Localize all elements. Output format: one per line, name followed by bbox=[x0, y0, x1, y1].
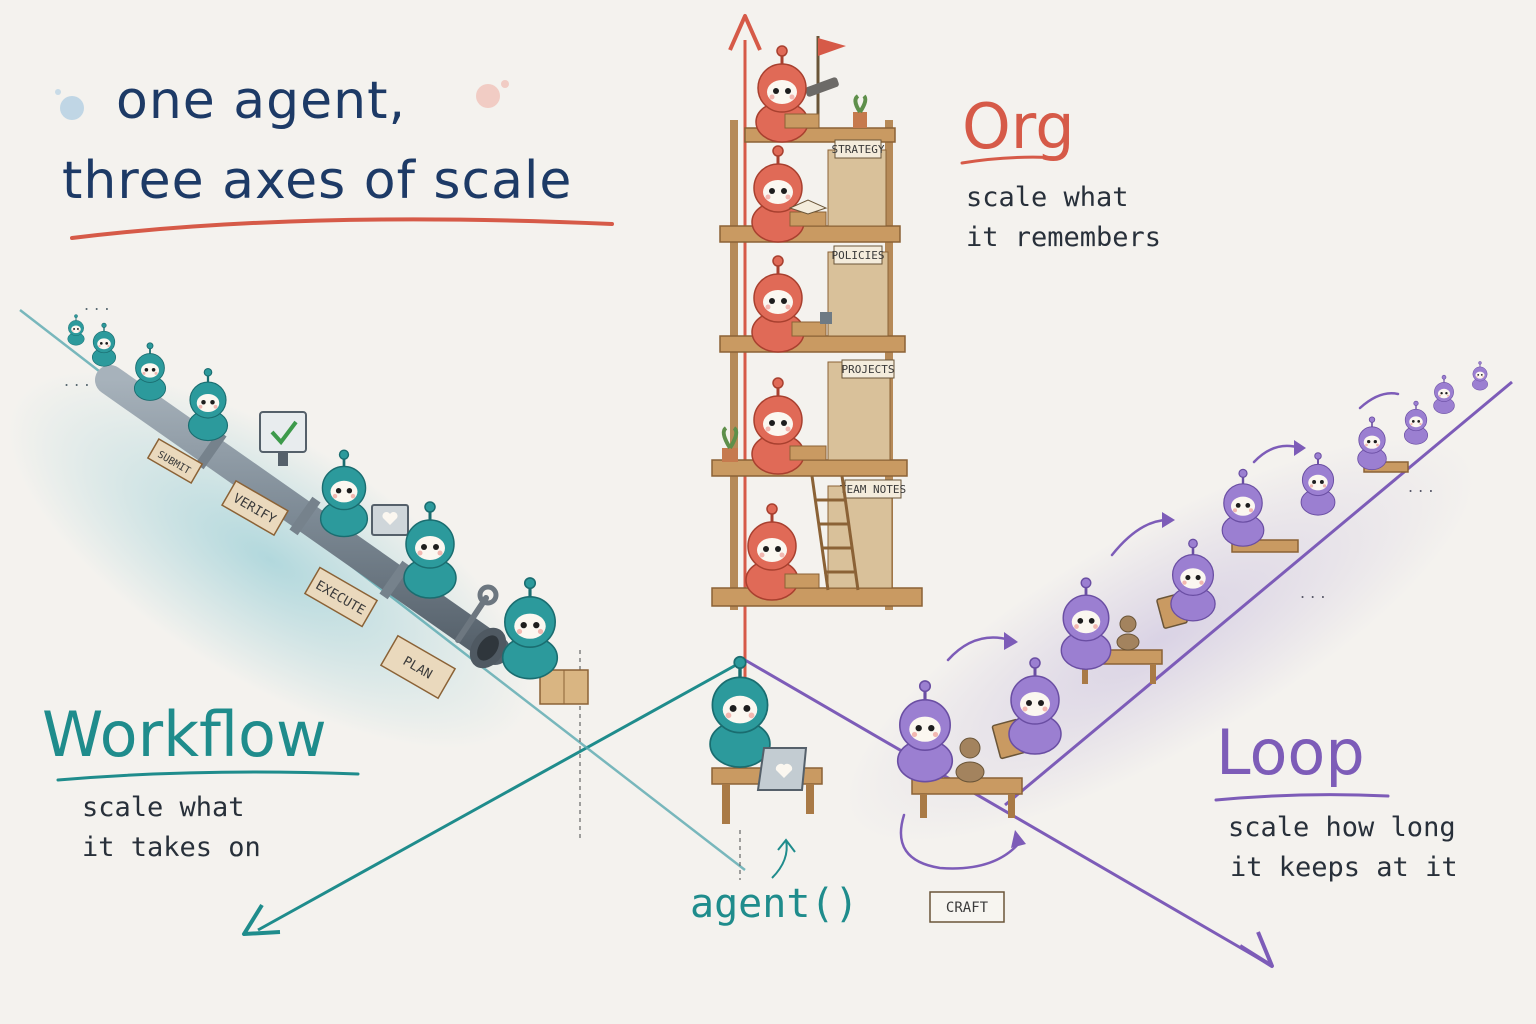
workflow-subtitle-line-1: scale what bbox=[82, 792, 245, 823]
org-subtitle-line-2: it remembers bbox=[966, 222, 1162, 253]
loop-subtitle-line-2: it keeps at it bbox=[1230, 852, 1458, 883]
wrench-icon bbox=[455, 584, 499, 643]
workflow-pipeline: SUBMIT VERIFY EXECUTE PLAN bbox=[64, 295, 589, 705]
loop-axis-arrow bbox=[744, 380, 1513, 968]
checkmark-icon bbox=[259, 411, 307, 466]
org-tower: STRATEGY POLICIES PROJECTS TEAM NOTES bbox=[711, 36, 923, 610]
shelf-sign-team-notes: TEAM NOTES bbox=[840, 483, 906, 496]
title-underline bbox=[70, 217, 614, 240]
title-line-2: three axes of scale bbox=[62, 151, 573, 211]
mug-icon bbox=[820, 312, 832, 324]
box-icon bbox=[539, 669, 589, 705]
paint-splatter bbox=[55, 80, 509, 120]
svg-text:. . .: . . . bbox=[1408, 477, 1433, 496]
plant-icon bbox=[853, 94, 868, 128]
heart-icon bbox=[371, 504, 409, 536]
workflow-heading-underline bbox=[56, 770, 360, 782]
craft-sign: CRAFT bbox=[929, 891, 1005, 923]
workflow-subtitle-line-2: it takes on bbox=[82, 832, 261, 863]
workflow-heading: Workflow bbox=[42, 698, 327, 771]
loop-subtitle-line-1: scale how long bbox=[1228, 812, 1456, 843]
loop-heading-underline bbox=[1214, 793, 1390, 802]
sculpture-icon bbox=[955, 615, 1140, 783]
agent-pointer-arrow bbox=[771, 838, 796, 879]
title-line-1: one agent, bbox=[116, 71, 407, 131]
loop-heading: Loop bbox=[1216, 716, 1365, 789]
svg-text:. . .: . . . bbox=[1300, 583, 1325, 602]
telescope-icon bbox=[805, 77, 839, 97]
org-axis-arrow bbox=[728, 14, 762, 760]
craft-sign-label: CRAFT bbox=[946, 900, 989, 916]
org-heading-underline bbox=[960, 155, 1062, 165]
flag-icon bbox=[816, 36, 846, 128]
ladder-icon bbox=[810, 475, 860, 591]
svg-text:. . .: . . . bbox=[84, 295, 109, 314]
center-agent bbox=[708, 654, 823, 824]
laptop-heart-icon bbox=[756, 747, 808, 791]
loop-bots: . . . . . . bbox=[896, 360, 1489, 870]
org-subtitle-line-1: scale what bbox=[966, 182, 1129, 213]
agent-label: agent() bbox=[690, 881, 859, 927]
svg-text:. . .: . . . bbox=[64, 371, 89, 390]
org-heading: Org bbox=[962, 90, 1075, 163]
shelf-sign-projects: PROJECTS bbox=[842, 363, 895, 376]
plant-icon bbox=[721, 426, 739, 462]
shelf-sign-policies: POLICIES bbox=[832, 249, 885, 262]
shelf-sign-strategy: STRATEGY bbox=[832, 143, 885, 156]
